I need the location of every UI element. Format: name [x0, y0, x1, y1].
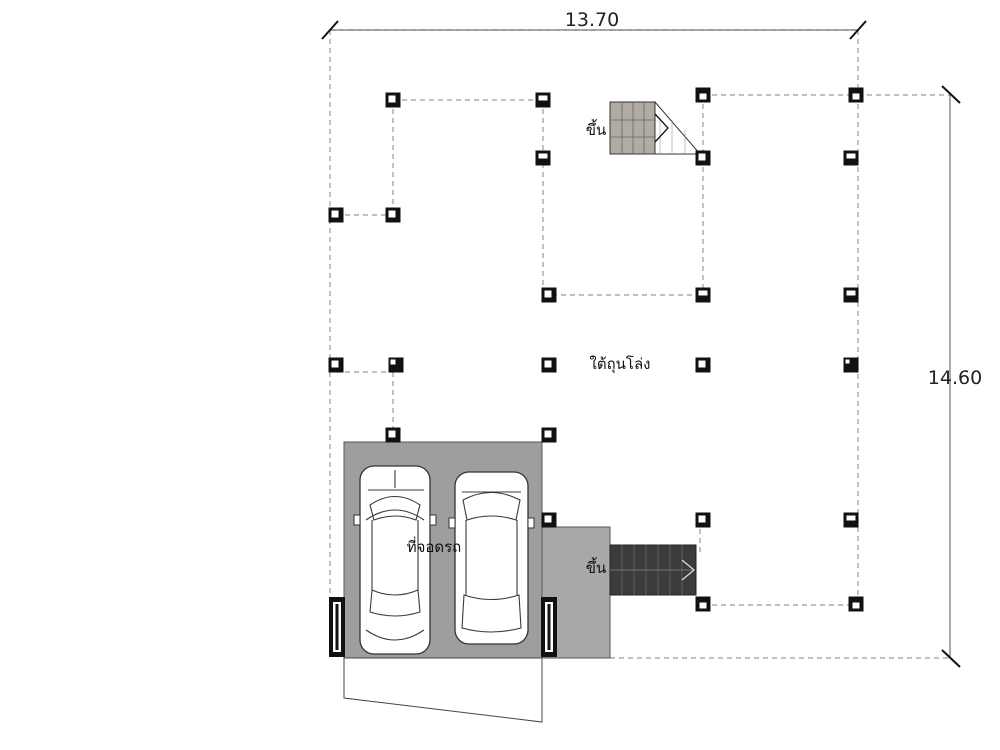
column	[388, 357, 404, 373]
column	[848, 596, 864, 612]
column	[695, 287, 711, 303]
car-van	[448, 471, 535, 645]
column	[385, 92, 401, 108]
upper-stair-label: ขึ้น	[586, 119, 607, 139]
column	[535, 92, 551, 108]
width-dimension: 13.70	[321, 9, 867, 40]
column	[328, 207, 344, 223]
column	[541, 512, 557, 528]
column	[843, 287, 859, 303]
column	[328, 357, 344, 373]
column	[843, 512, 859, 528]
column	[695, 357, 711, 373]
column	[843, 150, 859, 166]
depth-dimension: 14.60	[928, 85, 982, 668]
width-dimension-label: 13.70	[565, 9, 619, 31]
column	[695, 150, 711, 166]
columns	[328, 87, 864, 612]
gate-post-right	[541, 597, 557, 657]
car-sedan	[353, 465, 437, 655]
column	[843, 357, 859, 373]
open-space-label: ใต้ถุนโล่ง	[590, 355, 651, 374]
column	[541, 357, 557, 373]
column	[535, 150, 551, 166]
column	[848, 87, 864, 103]
column	[695, 596, 711, 612]
column	[695, 512, 711, 528]
column	[385, 207, 401, 223]
lower-stair-label: ขึ้น	[586, 557, 607, 577]
column	[695, 87, 711, 103]
lower-stair: ขึ้น	[586, 544, 697, 596]
carport-label: ที่จอดรถ	[407, 536, 462, 556]
column	[385, 427, 401, 443]
upper-stair: ขึ้น	[586, 100, 702, 155]
column	[541, 287, 557, 303]
gate-post-left	[329, 597, 345, 657]
column	[541, 427, 557, 443]
depth-dimension-label: 14.60	[928, 367, 982, 389]
driveway	[343, 657, 543, 723]
